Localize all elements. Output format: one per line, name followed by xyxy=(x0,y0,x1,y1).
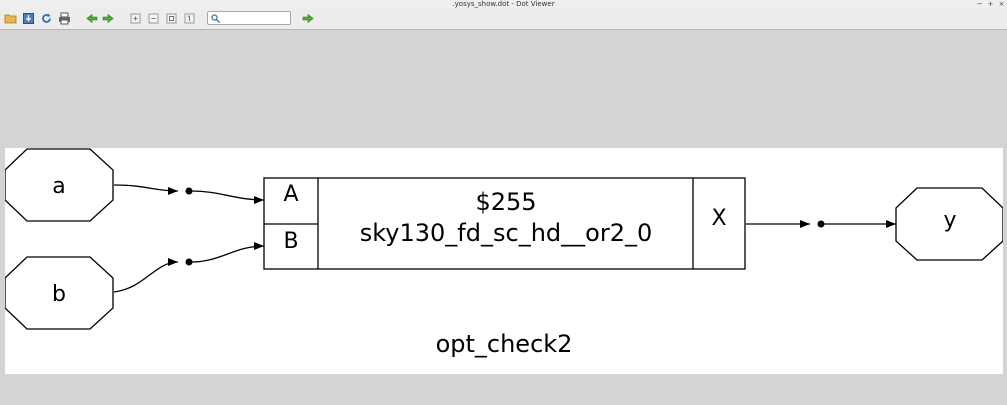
output-label-y: y xyxy=(943,208,956,233)
back-icon[interactable] xyxy=(85,12,98,25)
input-label-a: a xyxy=(52,174,65,199)
reload-icon[interactable] xyxy=(40,12,53,25)
search-input[interactable] xyxy=(221,12,289,24)
edge-b-junction xyxy=(113,258,179,293)
input-node-b[interactable]: b xyxy=(5,256,114,330)
zoom-100-icon[interactable] xyxy=(183,12,196,25)
search-box[interactable] xyxy=(207,11,291,25)
graph-diagram: a b A B $255 sky130_fd_sc_hd__or2_0 X xyxy=(5,148,1003,358)
print-icon[interactable] xyxy=(58,12,71,25)
open-icon[interactable] xyxy=(4,12,17,25)
zoom-in-icon[interactable] xyxy=(129,12,142,25)
junction-dot-b xyxy=(185,258,193,266)
forward-icon[interactable] xyxy=(102,12,115,25)
cell-id: $255 xyxy=(475,188,536,216)
close-button[interactable]: × xyxy=(998,0,1005,8)
junction-dot-y xyxy=(817,220,825,228)
input-label-b: b xyxy=(52,282,66,307)
maximize-button[interactable]: + xyxy=(987,0,994,8)
cell-type: sky130_fd_sc_hd__or2_0 xyxy=(360,219,652,247)
search-icon xyxy=(211,14,220,23)
zoom-out-icon[interactable] xyxy=(147,12,160,25)
edge-junction-b-cell xyxy=(191,242,265,263)
edge-a-junction xyxy=(113,184,179,195)
junction-dot-a xyxy=(185,187,193,195)
window-title: .yosys_show.dot - Dot Viewer xyxy=(452,0,555,8)
zoom-fit-icon[interactable] xyxy=(165,12,178,25)
toolbar xyxy=(0,9,1007,30)
cell-port-a: A xyxy=(283,182,298,207)
graph-area[interactable]: a b A B $255 sky130_fd_sc_hd__or2_0 X xyxy=(5,148,1003,374)
title-bar: .yosys_show.dot - Dot Viewer − + × xyxy=(0,0,1007,9)
minimize-button[interactable]: − xyxy=(976,0,983,8)
window-controls: − + × xyxy=(976,0,1005,9)
input-node-a[interactable]: a xyxy=(5,148,114,222)
cell-port-b: B xyxy=(283,229,298,254)
edge-junction-a-cell xyxy=(191,190,265,204)
module-label: opt_check2 xyxy=(436,330,573,358)
save-icon[interactable] xyxy=(22,12,35,25)
output-node-y[interactable]: y xyxy=(895,187,1003,261)
arrow-right-icon[interactable] xyxy=(302,12,315,25)
cell-port-x: X xyxy=(711,206,726,231)
cell-node[interactable]: A B $255 sky130_fd_sc_hd__or2_0 X xyxy=(263,177,746,270)
